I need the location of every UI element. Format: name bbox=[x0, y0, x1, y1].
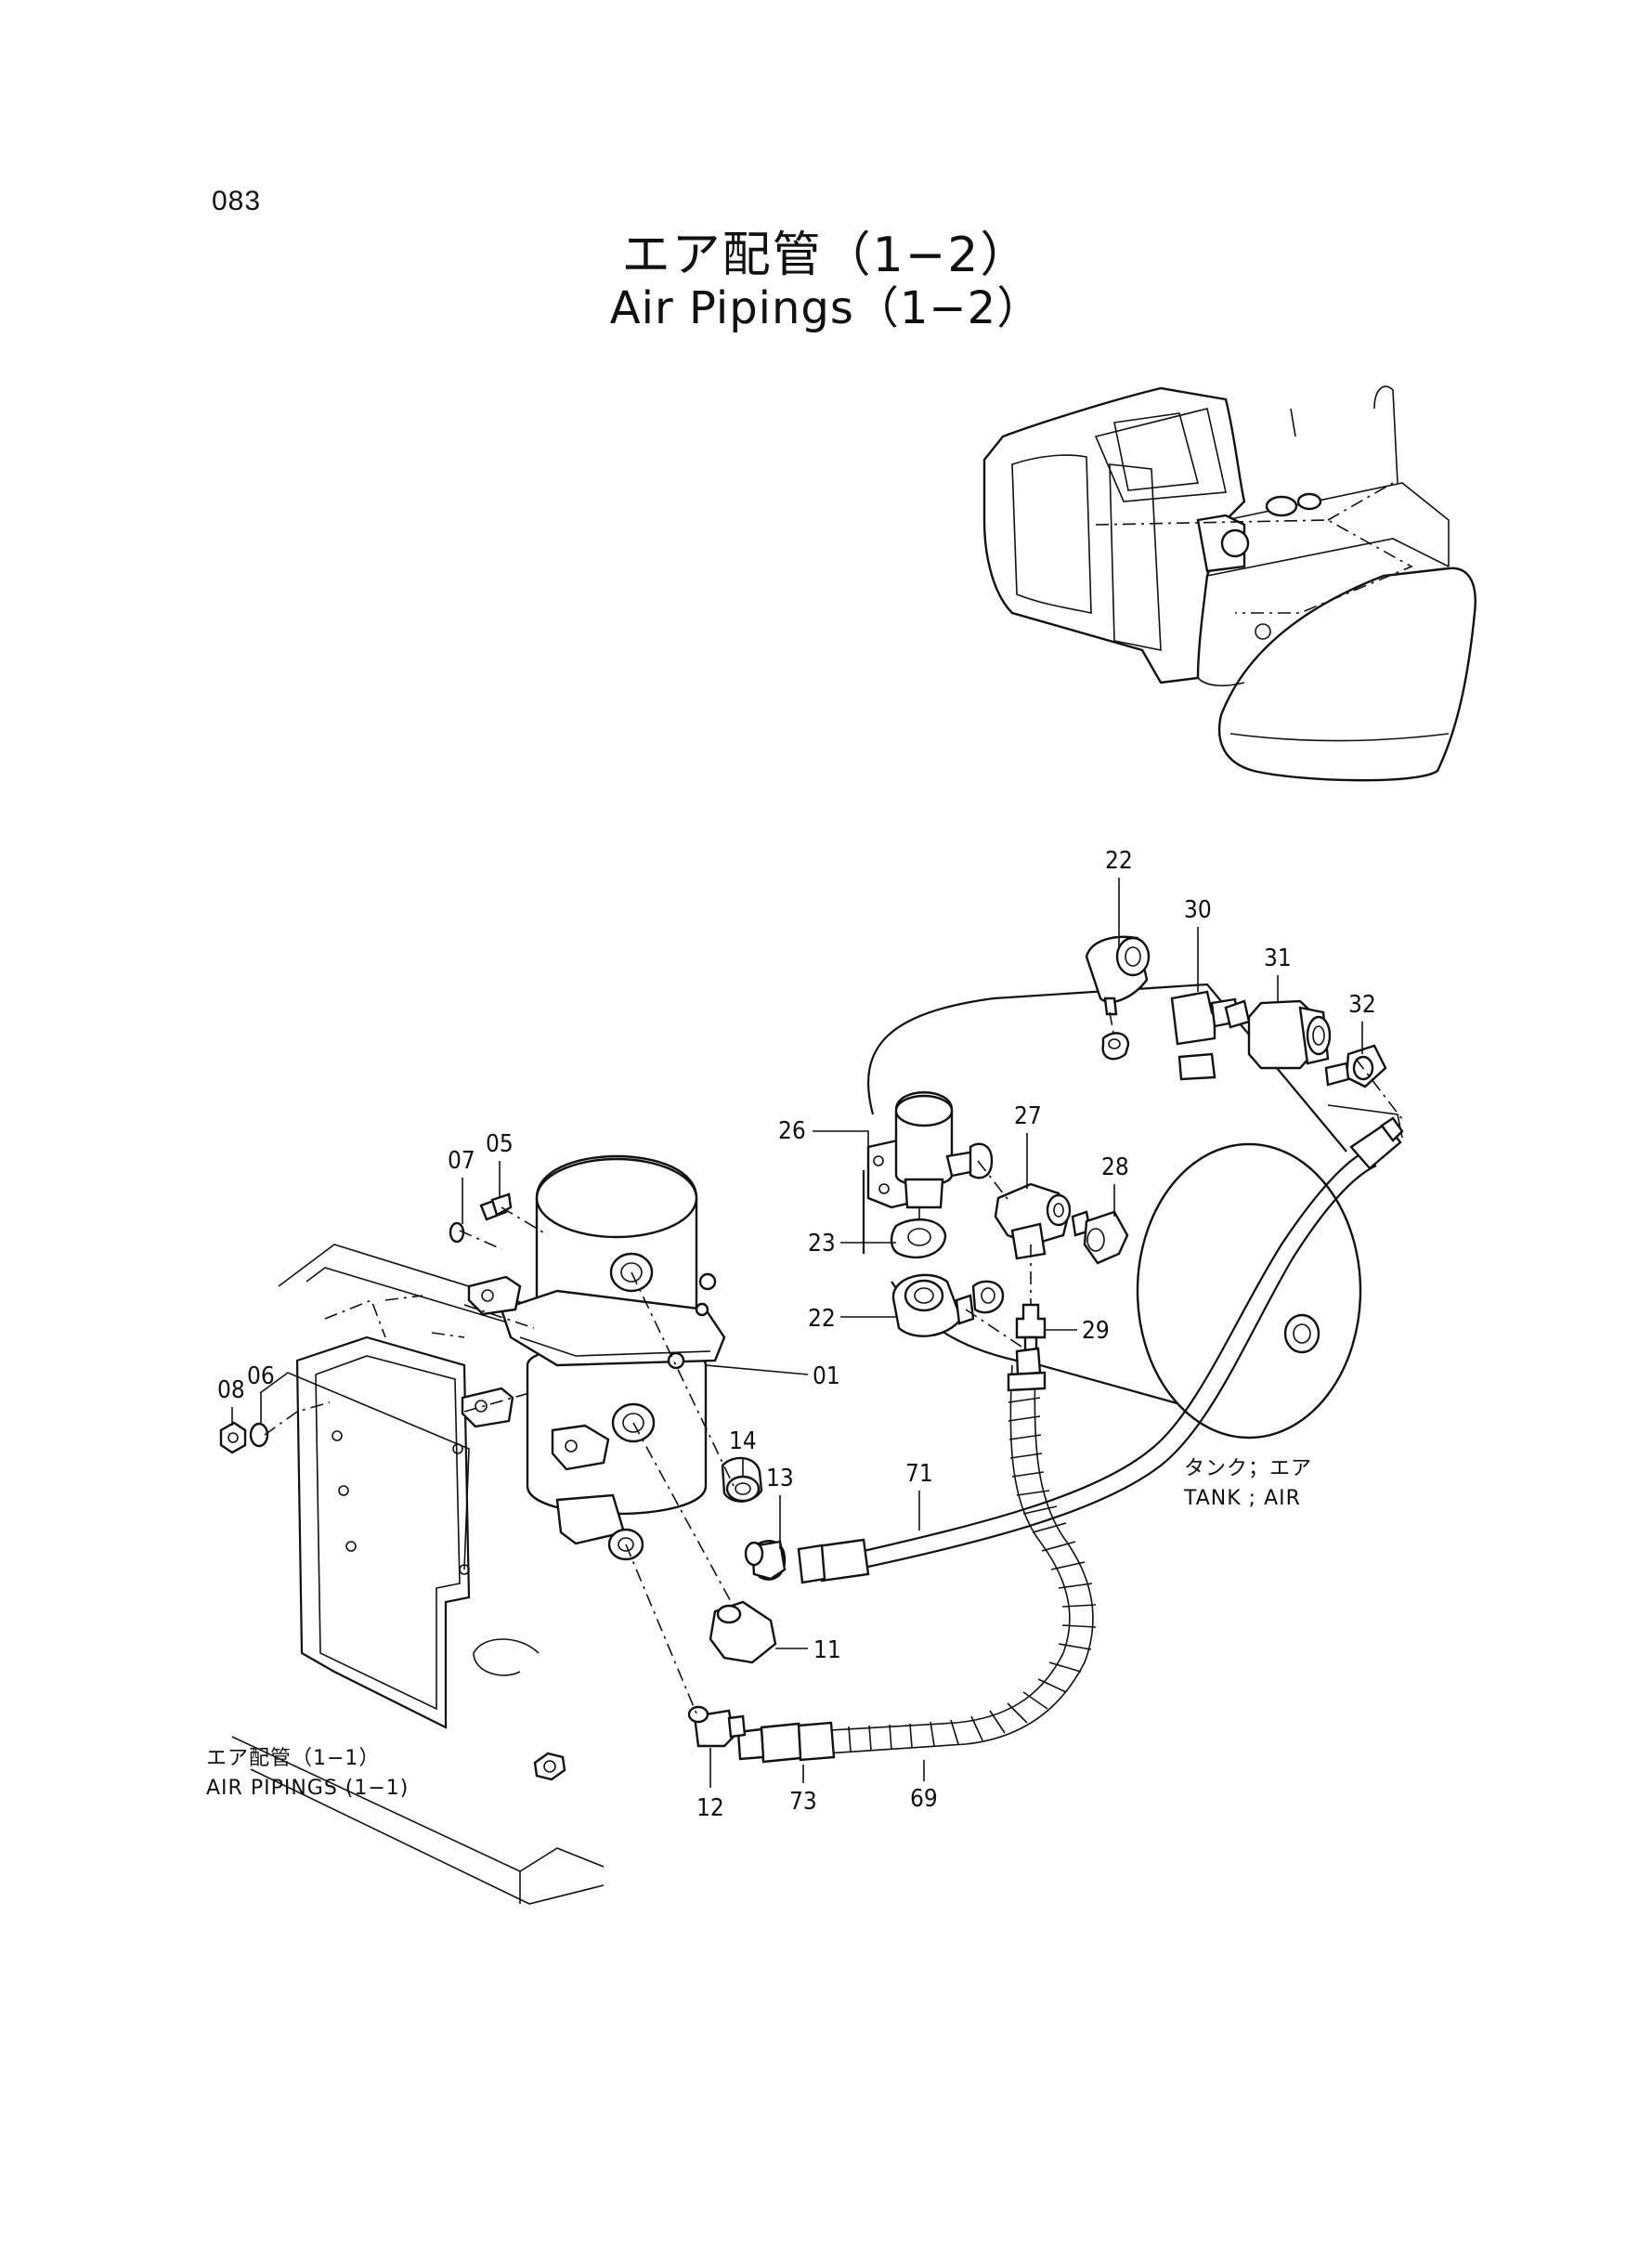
label-23: 23 bbox=[808, 1230, 836, 1257]
tank-fittings-middle bbox=[866, 1091, 1129, 1358]
label-28: 28 bbox=[1101, 1153, 1129, 1181]
label-07: 07 bbox=[448, 1147, 475, 1175]
label-27: 27 bbox=[1014, 1102, 1042, 1130]
air-tank bbox=[862, 983, 1362, 1440]
tank-label-en: TANK ; AIR bbox=[1183, 1487, 1301, 1510]
leader-lines bbox=[231, 878, 1363, 1788]
air-dryer bbox=[461, 1154, 726, 1561]
label-13: 13 bbox=[766, 1465, 794, 1492]
label-26: 26 bbox=[778, 1117, 806, 1145]
notes: タンク；エア TANK ; AIR エア配管（1−1） AIR PIPINGS … bbox=[206, 1457, 1312, 1800]
page-title-en: Air Pipings（1−2） bbox=[609, 282, 1043, 334]
label-32: 32 bbox=[1348, 991, 1376, 1019]
tank-fittings-top bbox=[1085, 935, 1403, 1139]
connection-lines bbox=[264, 1011, 1403, 1714]
page-number: 083 bbox=[212, 186, 262, 216]
label-31: 31 bbox=[1264, 945, 1292, 972]
label-71: 71 bbox=[905, 1460, 933, 1488]
label-22-middle: 22 bbox=[808, 1305, 836, 1333]
part-labels: 22 30 31 32 26 27 28 23 22 29 05 07 08 0… bbox=[217, 847, 1376, 1822]
reference-label-en: AIR PIPINGS (1−1) bbox=[206, 1777, 409, 1800]
label-12: 12 bbox=[696, 1794, 724, 1822]
reference-label-ja: エア配管（1−1） bbox=[206, 1747, 380, 1770]
label-01: 01 bbox=[813, 1362, 840, 1390]
elbow-fittings bbox=[687, 1456, 787, 1748]
label-30: 30 bbox=[1184, 896, 1212, 924]
label-11: 11 bbox=[813, 1636, 841, 1664]
excavator-overview bbox=[982, 385, 1476, 782]
hose-71 bbox=[755, 1116, 1404, 1584]
label-69: 69 bbox=[910, 1785, 938, 1813]
small-fasteners bbox=[219, 1192, 513, 1454]
page-title-ja: エア配管（1−2） bbox=[621, 228, 1031, 283]
label-08: 08 bbox=[217, 1376, 245, 1404]
label-05: 05 bbox=[486, 1130, 514, 1158]
tank-label-ja: タンク；エア bbox=[1184, 1457, 1312, 1480]
label-73: 73 bbox=[789, 1788, 817, 1816]
label-29: 29 bbox=[1082, 1317, 1110, 1345]
label-14: 14 bbox=[729, 1427, 757, 1455]
label-22-top: 22 bbox=[1105, 847, 1133, 875]
frame-plate bbox=[231, 1244, 609, 1905]
hose-69 bbox=[736, 1347, 1097, 1764]
label-06: 06 bbox=[247, 1362, 275, 1390]
